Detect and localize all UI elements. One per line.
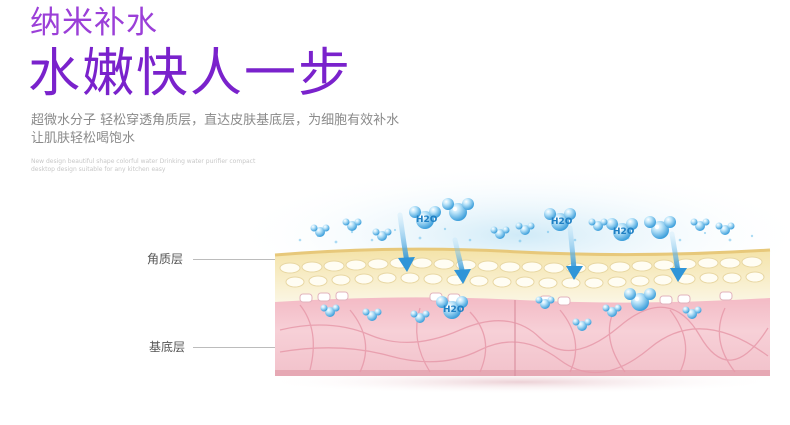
slab-bottom-edge — [275, 370, 770, 376]
epidermis-cells — [279, 256, 765, 289]
description-line-2: 让肌肤轻松喝饱水 — [31, 131, 136, 146]
stratum-corneum-label: 角质层 — [147, 252, 184, 266]
english-line-2: desktop design suitable for any kitchen … — [31, 166, 166, 173]
penetration-arrows — [397, 212, 687, 284]
molecule-labels: H2O H2O H2O H2O — [416, 215, 635, 315]
arrow-down-icon — [452, 237, 471, 284]
arrow-down-icon — [669, 231, 687, 282]
english-copy: New design beautiful shape colorful wate… — [31, 158, 255, 174]
h2o-label: H2O — [443, 305, 465, 315]
arrow-down-icon — [397, 212, 415, 272]
arrow-down-icon — [566, 225, 583, 280]
basal-cells — [279, 300, 769, 376]
description-line-1: 超微水分子 轻松穿透角质层，直达皮肤基底层，为细胞有效补水 — [31, 113, 400, 128]
h2o-label: H2O — [416, 215, 438, 225]
headline-small: 纳米补水 — [30, 5, 158, 41]
stratum-corneum-leader-line — [193, 259, 275, 260]
epidermis-layer — [275, 249, 770, 303]
basal-layer-leader-line — [193, 347, 275, 348]
stratum-corneum-surface — [274, 247, 771, 257]
headline-big: 水嫩快人一步 — [28, 44, 353, 104]
description: 超微水分子 轻松穿透角质层，直达皮肤基底层，为细胞有效补水 让肌肤轻松喝饱水 — [31, 112, 399, 148]
h2o-label: H2O — [613, 227, 635, 237]
english-line-1: New design beautiful shape colorful wate… — [31, 158, 256, 165]
basal-layer-block — [275, 295, 770, 375]
water-spray — [298, 227, 754, 244]
h2o-label: H2O — [551, 217, 573, 227]
basal-layer-label: 基底层 — [149, 340, 186, 354]
